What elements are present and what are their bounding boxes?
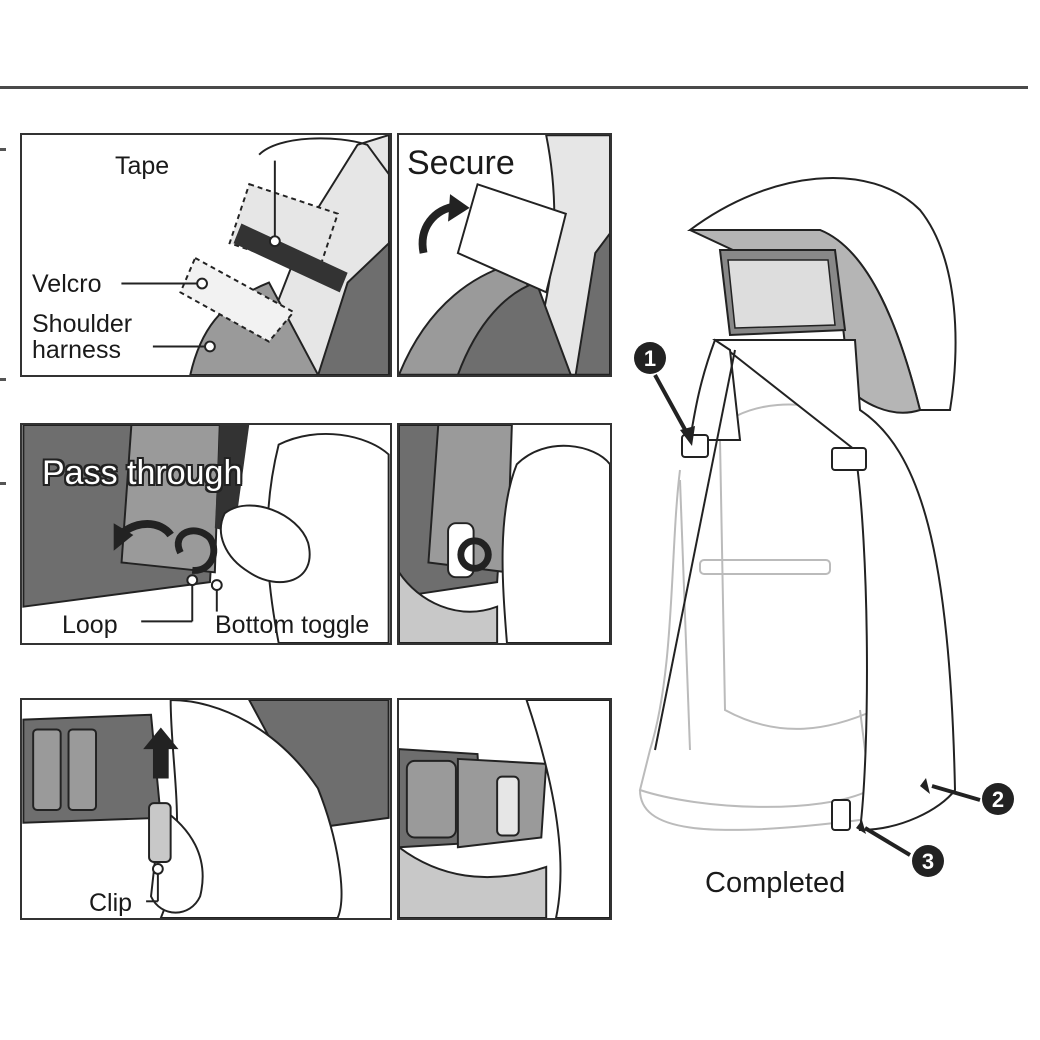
illustration-toggle-secured xyxy=(399,425,610,643)
label-pass-through: Pass through xyxy=(42,455,242,491)
step-panel-clip-secured xyxy=(397,698,612,920)
edge-mark xyxy=(0,378,6,381)
top-divider-rule xyxy=(0,86,1028,89)
callout-number-2: 2 xyxy=(992,787,1004,812)
label-clip: Clip xyxy=(89,890,132,916)
edge-mark xyxy=(0,148,6,151)
step-panel-pass-through: Pass through Loop Bottom toggle xyxy=(20,423,392,645)
step-panel-secure: Secure xyxy=(397,133,612,377)
callout-badge-2: 2 xyxy=(982,783,1014,815)
step-panel-toggle-secured xyxy=(397,423,612,645)
label-velcro: Velcro xyxy=(32,271,101,297)
illustration-clip-secured xyxy=(399,700,610,918)
label-loop: Loop xyxy=(62,612,118,638)
callout-number-3: 3 xyxy=(922,849,934,874)
label-bottom-toggle: Bottom toggle xyxy=(215,612,369,638)
label-shoulder-harness-1: Shoulder xyxy=(32,311,132,337)
callout-badge-3: 3 xyxy=(912,845,944,877)
illustration-hip-clip xyxy=(22,700,390,918)
step-panel-clip: Clip xyxy=(20,698,392,920)
label-completed: Completed xyxy=(705,868,845,898)
label-shoulder-harness-2: harness xyxy=(32,337,121,363)
label-tape: Tape xyxy=(115,153,169,179)
illustration-completed-carrier: 1 2 3 xyxy=(620,150,1040,930)
edge-mark xyxy=(0,482,6,485)
step-panel-tape-velcro: Tape Velcro Shoulder harness xyxy=(20,133,392,377)
callout-number-1: 1 xyxy=(644,346,656,371)
label-secure: Secure xyxy=(407,145,515,181)
callout-badge-1: 1 xyxy=(634,342,666,374)
